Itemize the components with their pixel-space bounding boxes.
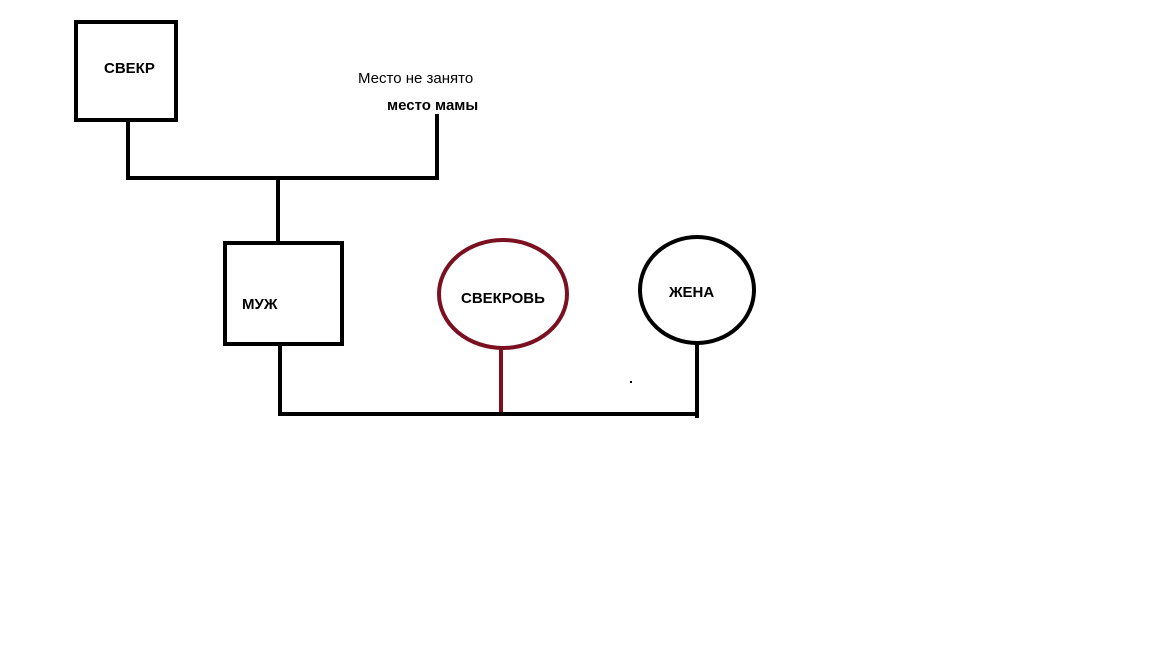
node-husband-label: МУЖ (242, 296, 278, 313)
annotation-line-2: место мамы (387, 97, 478, 114)
annotation-line-1: Место не занято (358, 70, 473, 87)
node-husband (223, 241, 344, 346)
stray-dot (630, 381, 632, 383)
node-wife-label: ЖЕНА (668, 284, 714, 301)
node-mother-in-law-label: СВЕКРОВЬ (461, 290, 545, 307)
node-father-in-law-label: СВЕКР (104, 60, 155, 77)
